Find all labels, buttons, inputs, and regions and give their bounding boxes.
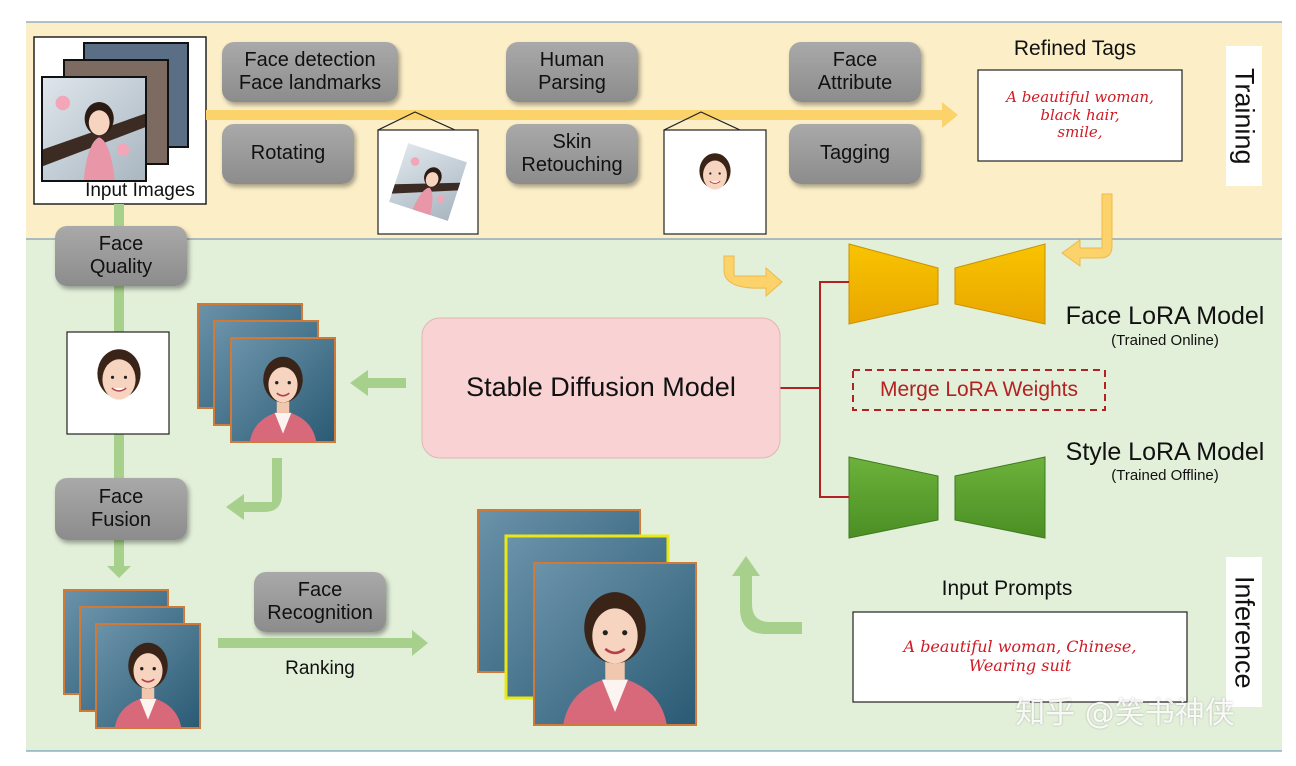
step-rotating: Rotating — [222, 124, 354, 184]
step-face-detection: Face detection Face landmarks — [222, 42, 398, 102]
callout-retouched — [663, 111, 741, 131]
step-face-attribute: Face Attribute — [789, 42, 921, 102]
face-lora-encoder — [848, 243, 939, 325]
input-prompts-box — [852, 611, 1188, 703]
training-section-label: Training — [1226, 46, 1262, 186]
refined-tags-text: A beautiful woman, black hair, smile, — [1006, 88, 1154, 142]
refined-tags-title: Refined Tags — [1013, 37, 1137, 60]
step-human-parsing: Human Parsing — [506, 42, 638, 102]
training-flow-arrow — [206, 102, 958, 128]
merge-bracket — [780, 281, 849, 498]
input-prompts-text: A beautiful woman, Chinese, Wearing suit — [903, 637, 1137, 675]
connector-face-fusion — [114, 434, 124, 478]
face-lora-decoder — [954, 243, 1046, 325]
connector-images-quality — [114, 204, 124, 226]
arrow-fusion-to-results — [107, 540, 131, 578]
stable-diffusion-box — [421, 317, 781, 459]
tags-to-lora-arrow — [1061, 193, 1113, 267]
step-tagging: Tagging — [789, 124, 921, 184]
callout-rotated — [377, 111, 456, 131]
style-lora-encoder — [848, 456, 939, 539]
fused-results — [63, 589, 201, 729]
face-lora-label: Face LoRA Model — [1065, 302, 1265, 330]
face-lora-sublabel: (Trained Online) — [1111, 332, 1219, 349]
step-face-fusion: Face Fusion — [55, 478, 187, 540]
ranking-label: Ranking — [285, 658, 355, 679]
final-outputs — [477, 509, 697, 726]
step-face-recognition: Face Recognition — [254, 572, 386, 632]
connector-quality-face — [114, 286, 124, 332]
stable-diffusion-label: Stable Diffusion Model — [466, 372, 736, 403]
input-prompts-title: Input Prompts — [941, 577, 1073, 600]
merge-box — [852, 369, 1106, 411]
input-photo-stack — [41, 42, 189, 182]
refined-tags-box — [977, 69, 1183, 162]
step-face-quality: Face Quality — [55, 226, 187, 286]
ranking-arrow — [218, 630, 428, 656]
input-images-label: Input Images — [85, 180, 195, 201]
prompts-to-model-arrow — [732, 556, 802, 634]
generated-to-fusion-arrow — [226, 458, 282, 520]
style-lora-sublabel: (Trained Offline) — [1111, 467, 1219, 484]
style-lora-decoder — [954, 456, 1046, 539]
merge-lora-label: Merge LoRA Weights — [879, 377, 1079, 401]
training-to-lora-arrow — [723, 255, 783, 298]
step-skin-retouching: Skin Retouching — [506, 124, 638, 184]
style-lora-label: Style LoRA Model — [1065, 438, 1265, 466]
inference-section-label: Inference — [1226, 557, 1262, 707]
sd-to-generated-arrow — [350, 370, 406, 396]
generated-portraits — [197, 303, 336, 443]
watermark: 知乎 @笑书神侠 — [1015, 696, 1235, 731]
